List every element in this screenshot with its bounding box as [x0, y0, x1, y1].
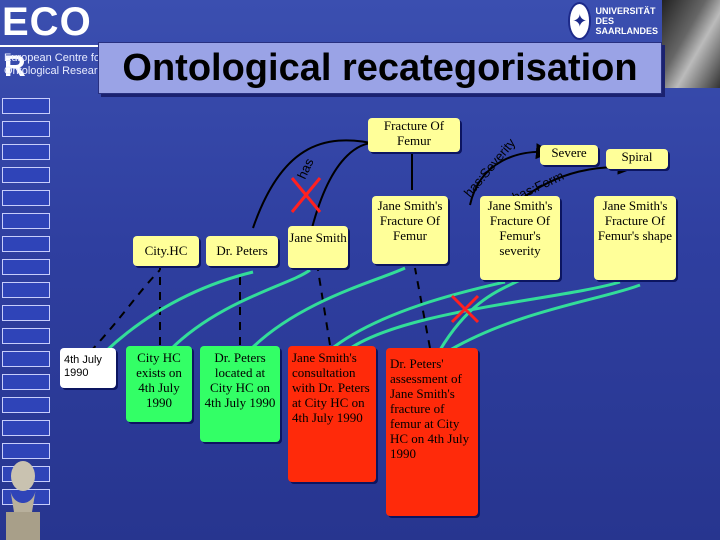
- sidebar-nav-button[interactable]: [2, 236, 50, 252]
- green-connector-7: [449, 283, 641, 352]
- green-connector-6: [438, 278, 521, 351]
- node-jane-smith: Jane Smith: [288, 226, 348, 268]
- node-date: 4th July 1990: [60, 348, 116, 388]
- cross-has-edge-b: [290, 177, 322, 213]
- logo-divider: [0, 45, 106, 47]
- edge-has-drpeters: [252, 139, 381, 229]
- cross-assessment-b: [450, 294, 480, 324]
- node-dr-peters-located: Dr. Peters located at City HC on 4th Jul…: [200, 346, 280, 442]
- logo-r-text: R: [4, 50, 26, 83]
- sidebar-nav-button[interactable]: [2, 121, 50, 137]
- edge-has-severity: [469, 143, 552, 206]
- node-jane-fracture: Jane Smith's Fracture Of Femur: [372, 196, 448, 264]
- green-connector-2: [168, 268, 311, 352]
- node-consultation: Jane Smith's consultation with Dr. Peter…: [288, 346, 376, 482]
- node-spiral: Spiral: [606, 149, 668, 169]
- logo-eco-text: ECO: [2, 0, 92, 44]
- node-dr-peters: Dr. Peters: [206, 236, 278, 266]
- edge-label-has: has: [294, 155, 317, 181]
- sidebar-nav-button[interactable]: [2, 144, 50, 160]
- university-line3: SAARLANDES: [595, 26, 658, 36]
- title-box: Ontological recategorisation: [98, 42, 662, 94]
- sidebar-nav-button[interactable]: [2, 351, 50, 367]
- university-seal-icon: ✦: [568, 2, 592, 40]
- sidebar-nav-button[interactable]: [2, 374, 50, 390]
- sidebar-nav-button[interactable]: [2, 98, 50, 114]
- node-fracture-of-femur: Fracture Of Femur: [368, 118, 460, 152]
- node-jane-severity: Jane Smith's Fracture Of Femur's severit…: [480, 196, 560, 280]
- green-connector-5: [344, 280, 621, 354]
- logo-subtitle: European Centre for Ontological Research: [4, 52, 104, 78]
- ecor-logo: ECO R European Centre for Ontological Re…: [0, 0, 106, 86]
- logo-subtitle-line2: Ontological Research: [4, 65, 104, 77]
- green-connector-3: [248, 266, 406, 352]
- sidebar-nav-button[interactable]: [2, 420, 50, 436]
- sidebar-nav-button[interactable]: [2, 397, 50, 413]
- building-image: [662, 0, 720, 88]
- page-title: Ontological recategorisation: [122, 46, 638, 89]
- node-city-hc: City.HC: [133, 236, 199, 266]
- node-jane-shape: Jane Smith's Fracture Of Femur's shape: [594, 196, 676, 280]
- sidebar-nav-button[interactable]: [2, 190, 50, 206]
- dashed-assess-up: [414, 267, 431, 349]
- green-connector-4: [329, 280, 506, 352]
- dashed-date-cityhc: [89, 269, 161, 353]
- sidebar-nav-button[interactable]: [2, 282, 50, 298]
- sidebar-nav-button[interactable]: [2, 259, 50, 275]
- logo-subtitle-line1: European Centre for: [4, 52, 104, 64]
- university-logo: ✦ UNIVERSITÄT DES SAARLANDES: [568, 2, 658, 40]
- node-severe: Severe: [540, 145, 598, 165]
- university-line1: UNIVERSITÄT: [595, 6, 656, 16]
- university-name: UNIVERSITÄT DES SAARLANDES: [595, 6, 658, 36]
- university-line2: DES: [595, 16, 614, 26]
- node-assessment: Dr. Peters' assessment of Jane Smith's f…: [386, 348, 478, 516]
- sidebar-nav-button[interactable]: [2, 213, 50, 229]
- sidebar-nav-button[interactable]: [2, 328, 50, 344]
- green-connector-1: [103, 270, 254, 354]
- sidebar-nav-button[interactable]: [2, 305, 50, 321]
- node-city-hc-exists: City HC exists on 4th July 1990: [126, 346, 192, 422]
- aristotle-bust-image: [6, 461, 40, 540]
- sidebar-nav-button[interactable]: [2, 167, 50, 183]
- dashed-jane-up: [317, 269, 331, 346]
- sidebar-nav-button[interactable]: [2, 443, 50, 459]
